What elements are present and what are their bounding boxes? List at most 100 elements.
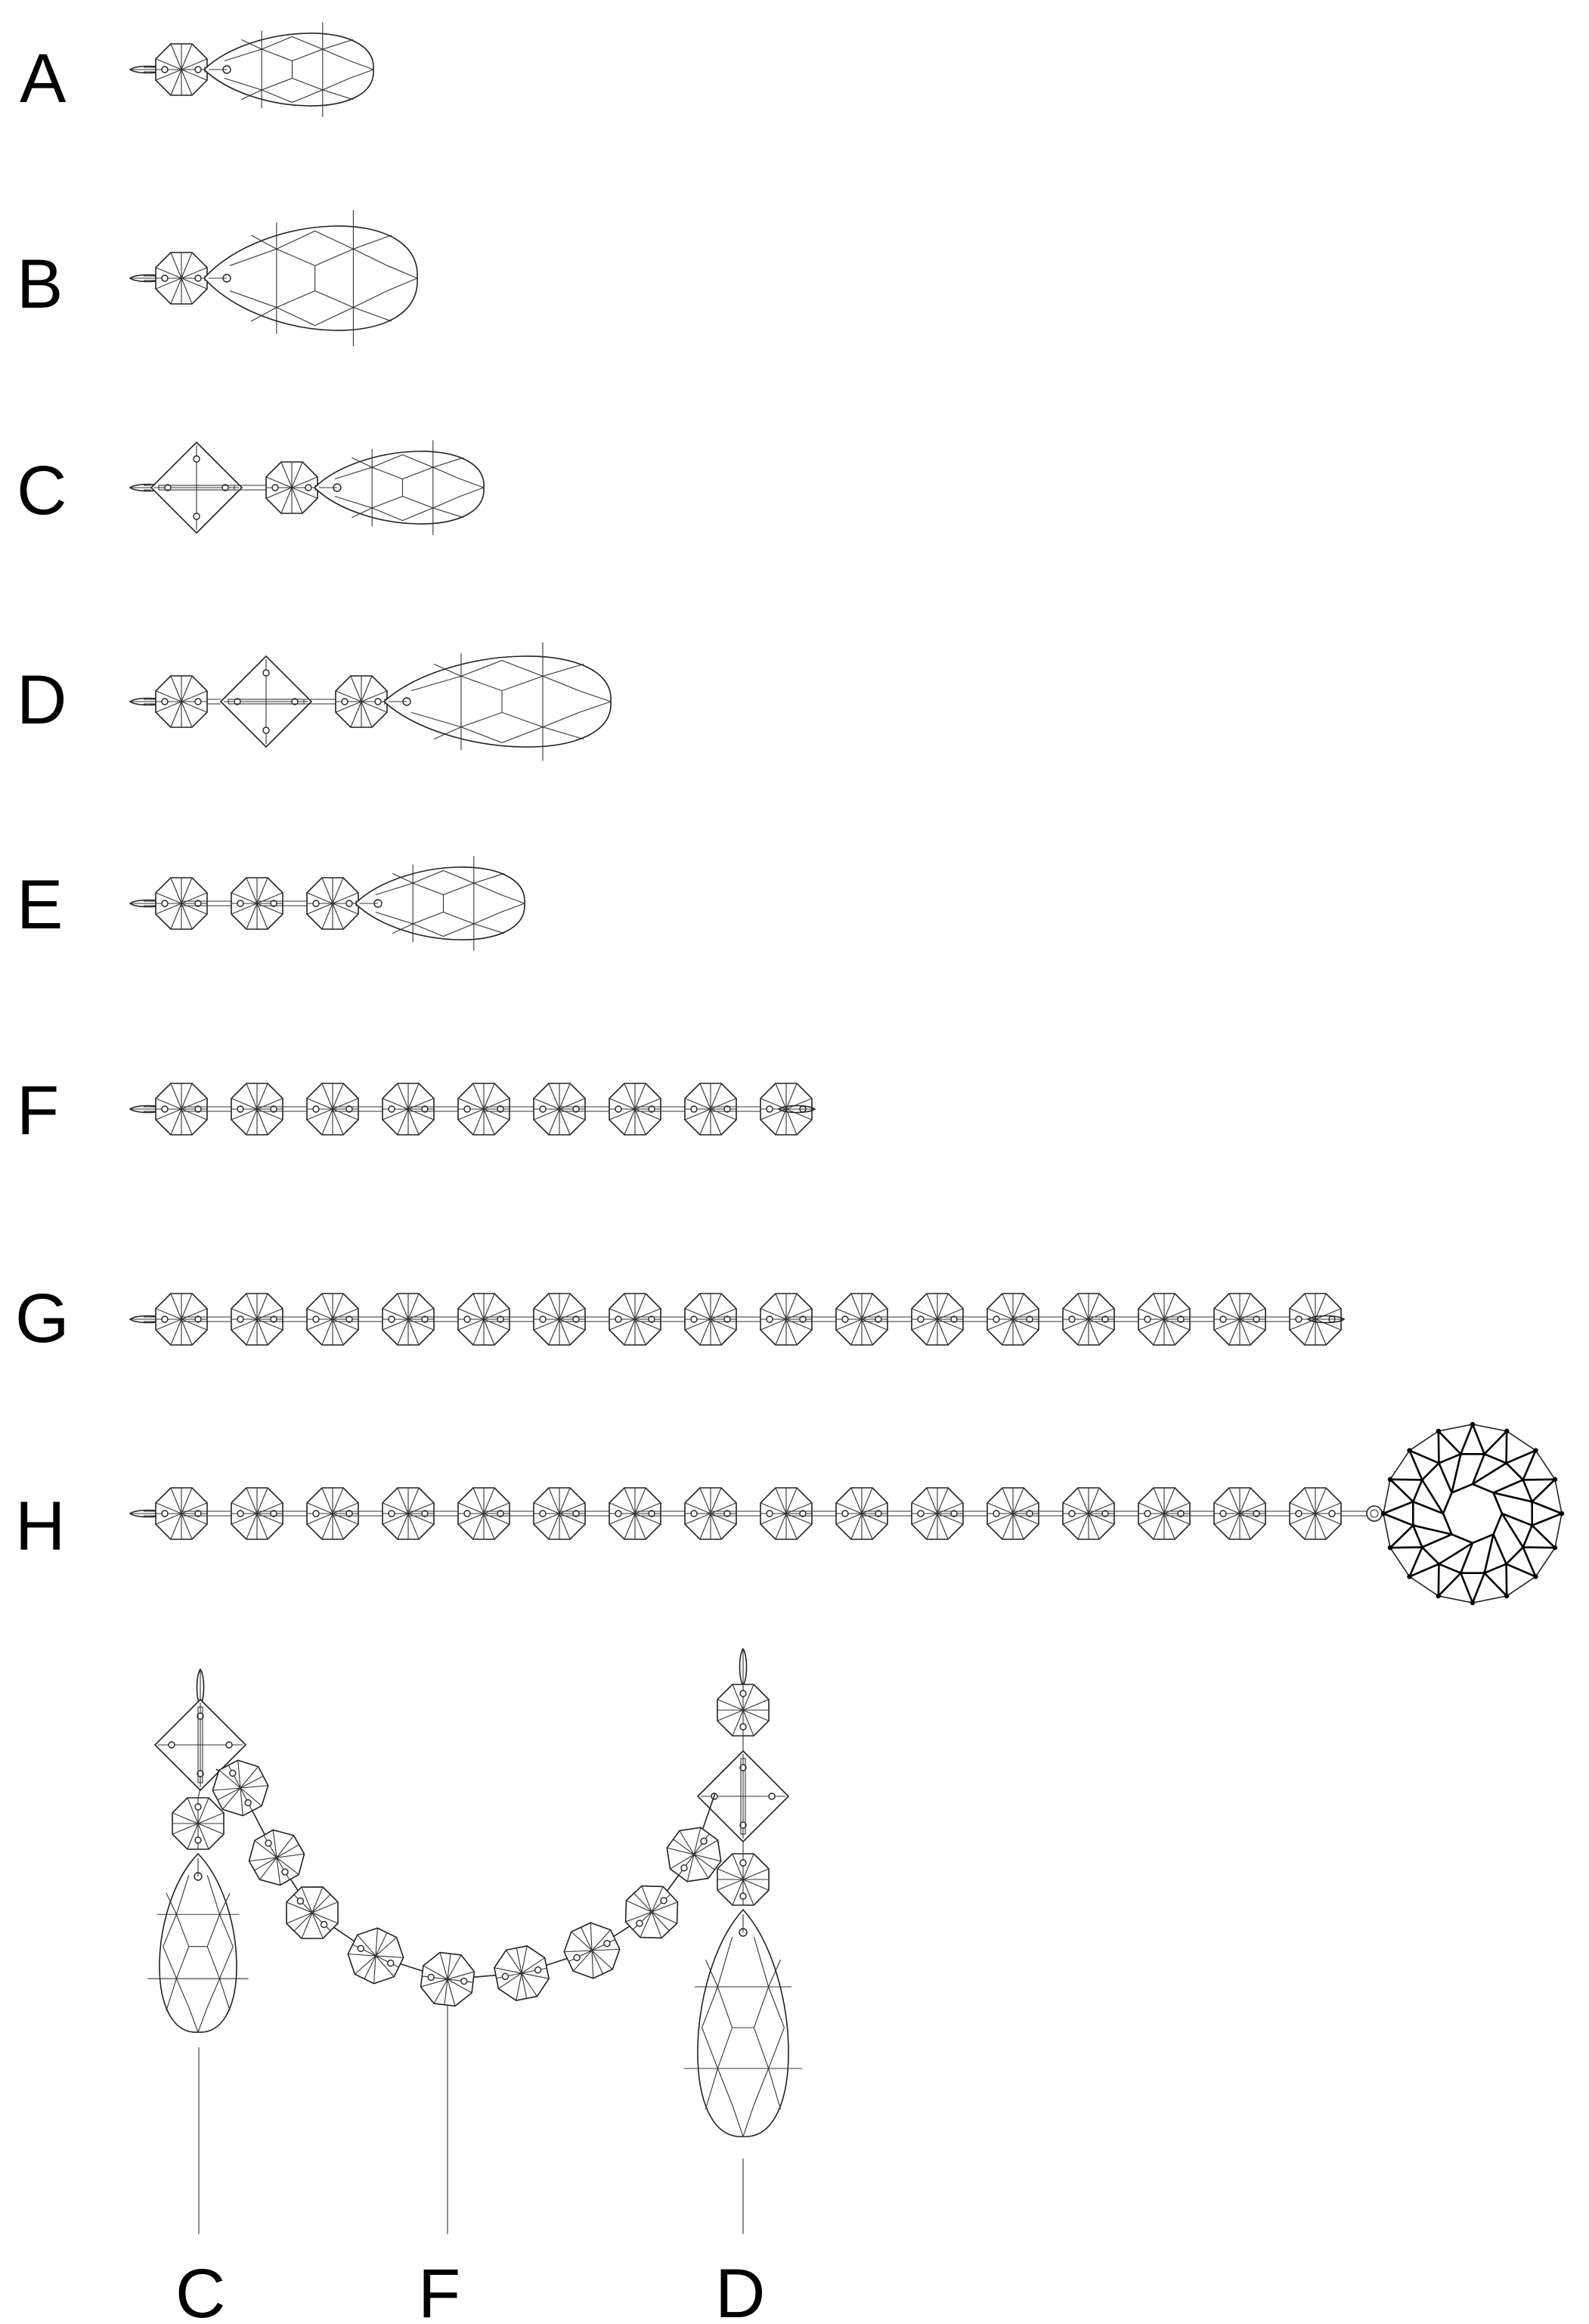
octagon-crystal <box>265 461 318 514</box>
octagon-crystal <box>684 1293 737 1346</box>
octagon-crystal <box>609 1487 661 1540</box>
octagon-crystal <box>457 1083 510 1136</box>
link-pin <box>257 1316 307 1322</box>
assembly-garland-f <box>212 1759 722 2234</box>
link-pin <box>711 1106 760 1112</box>
octagon-crystal <box>382 1293 435 1346</box>
pendalogue-crystal <box>354 856 525 951</box>
octagon-crystal <box>1213 1487 1266 1540</box>
link-pin <box>1164 1511 1214 1517</box>
square-crystal <box>219 655 313 748</box>
link-pin <box>484 1106 534 1112</box>
octagon-wrap <box>172 1797 225 1850</box>
octagon-crystal <box>306 1487 359 1540</box>
octagon-crystal <box>155 675 208 728</box>
strand-row-h <box>129 1421 1565 1606</box>
octagon-crystal <box>911 1487 964 1540</box>
assembly-drop-d <box>683 1647 803 2234</box>
octagon-crystal <box>987 1293 1039 1346</box>
octagon-crystal <box>306 1293 359 1346</box>
link-pin <box>711 1316 760 1322</box>
link-pin <box>635 1106 685 1112</box>
octagon-crystal <box>457 1293 510 1346</box>
row-label-d: D <box>17 662 67 739</box>
row-label-b: B <box>17 246 63 323</box>
octagon-crystal <box>155 1487 208 1540</box>
link-pin <box>408 1511 458 1517</box>
link-pin <box>333 1106 383 1112</box>
hook <box>777 1105 816 1114</box>
octagon-crystal <box>155 252 208 305</box>
link-pin <box>257 1511 307 1517</box>
assembly-labels: C F D <box>175 2255 765 2324</box>
pendalogue-wrap <box>147 1852 249 2033</box>
link-pin <box>144 1106 156 1112</box>
link-pin <box>144 1511 156 1517</box>
link-pin <box>484 1316 534 1322</box>
pendalogue-crystal <box>203 209 418 347</box>
octagon-crystal <box>155 43 208 96</box>
octagon-crystal <box>911 1293 964 1346</box>
link-pin <box>144 67 156 73</box>
octagon-crystal <box>231 877 283 930</box>
link-pin <box>484 1511 534 1517</box>
assembly-label-d: D <box>715 2255 765 2324</box>
octagon-crystal <box>306 1083 359 1136</box>
octagon-crystal <box>609 1293 661 1346</box>
octagon-crystal <box>624 1885 679 1939</box>
octagon-crystal <box>1138 1293 1191 1346</box>
link-pin <box>559 1511 609 1517</box>
garland-octagon-wrap <box>494 1945 550 2001</box>
strand-row-e <box>129 856 525 951</box>
link-pin <box>207 699 221 705</box>
octagon-crystal <box>231 1293 283 1346</box>
garland-octagon-wrap <box>212 1759 269 1817</box>
link-pin <box>181 900 231 906</box>
link-pin <box>937 1511 987 1517</box>
link-pin <box>181 1511 231 1517</box>
garland-octagon-wrap <box>248 1829 305 1886</box>
octagon-crystal <box>155 877 208 930</box>
link-pin <box>286 699 336 705</box>
octagon-crystal <box>1062 1293 1115 1346</box>
link-pin <box>181 1106 231 1112</box>
row-label-c: C <box>17 452 67 529</box>
pendalogue-crystal <box>383 642 612 761</box>
link-pin <box>559 1316 609 1322</box>
assembly-drop-c <box>147 1668 249 2234</box>
strand-row-c <box>129 440 485 535</box>
link-pin <box>216 485 266 491</box>
assembled-swag <box>147 1647 803 2234</box>
link-pin <box>711 1511 760 1517</box>
row-label-f: F <box>17 1072 59 1149</box>
link-pin <box>1240 1316 1290 1322</box>
garland-octagon-wrap <box>420 1951 475 2007</box>
octagon-crystal <box>1138 1487 1191 1540</box>
octagon-crystal <box>155 1083 208 1136</box>
octagon-crystal <box>717 1853 770 1906</box>
link-pin <box>1089 1316 1138 1322</box>
pendalogue-crystal <box>313 440 485 535</box>
garland-octagon-wrap <box>286 1886 339 1939</box>
link-pin <box>1240 1511 1290 1517</box>
row-label-g: G <box>15 1280 70 1357</box>
octagon-crystal <box>382 1083 435 1136</box>
link-pin <box>1341 1511 1367 1517</box>
pendalogue-crystal <box>203 22 374 117</box>
square-crystal-wrap <box>696 1749 790 1843</box>
pendalogue-crystal <box>147 1852 249 2033</box>
link-pin <box>937 1316 987 1322</box>
link-pin <box>635 1511 685 1517</box>
octagon-crystal <box>172 1797 225 1850</box>
octagon-crystal <box>533 1293 586 1346</box>
link-pin <box>408 1316 458 1322</box>
octagon-crystal <box>1213 1293 1266 1346</box>
octagon-crystal <box>420 1951 475 2007</box>
strand-row-f <box>129 1083 816 1136</box>
link-pin <box>144 900 156 906</box>
square-crystal <box>150 441 243 535</box>
row-label-e: E <box>17 866 63 944</box>
row-label-h: H <box>15 1488 65 1565</box>
octagon-crystal <box>347 1927 404 1985</box>
